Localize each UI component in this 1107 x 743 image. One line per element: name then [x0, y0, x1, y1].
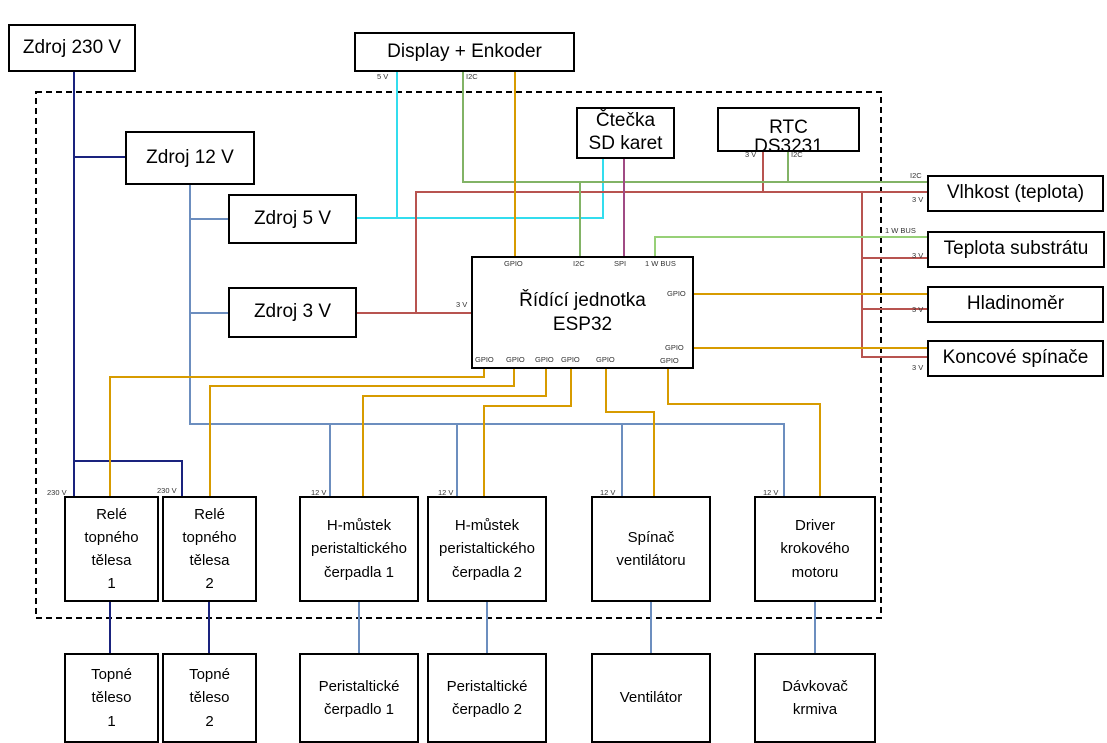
level-sensor: Hladinoměr: [927, 286, 1104, 323]
port-label: GPIO: [506, 355, 525, 364]
port-label: 3 V: [456, 300, 468, 309]
port-label: GPIO: [665, 343, 684, 352]
h-bridge-pump-1: H-můstek peristaltického čerpadla 1: [299, 496, 419, 602]
power-supply-12v: Zdroj 12 V: [125, 131, 255, 185]
port-label: 5 V: [377, 72, 389, 81]
port-label: GPIO: [475, 355, 494, 364]
heater-relay-1: Relé topného tělesa 1: [64, 496, 159, 602]
heater-1: Topné těleso 1: [64, 653, 159, 743]
port-label: GPIO: [667, 289, 686, 298]
esp32-control-unit: Řídící jednotka ESP32: [471, 256, 694, 369]
port-label: 12 V: [438, 488, 454, 497]
power-3v-lines: [356, 150, 929, 358]
port-label: 12 V: [600, 488, 616, 497]
fan-switch: Spínač ventilátoru: [591, 496, 711, 602]
port-label: GPIO: [504, 259, 523, 268]
port-label: 1 W BUS: [885, 226, 916, 235]
display-encoder: Display + Enkoder: [354, 32, 575, 72]
stepper-driver: Driver krokového motoru: [754, 496, 876, 602]
feed-dispenser: Dávkovač krmiva: [754, 653, 876, 743]
humidity-sensor: Vlhkost (teplota): [927, 175, 1104, 212]
port-label: 3 V: [912, 305, 924, 314]
port-label: GPIO: [535, 355, 554, 364]
i2c-lines: [462, 70, 929, 257]
power-supply-230v: Zdroj 230 V: [8, 24, 136, 72]
power-supply-5v: Zdroj 5 V: [228, 194, 357, 244]
port-label: I2C: [791, 150, 803, 159]
h-bridge-pump-2: H-můstek peristaltického čerpadla 2: [427, 496, 547, 602]
port-label: 230 V: [157, 486, 177, 495]
fan: Ventilátor: [591, 653, 711, 743]
port-label: 230 V: [47, 488, 67, 497]
power-5v-lines: [356, 70, 604, 219]
mains-230v-lines: [73, 70, 210, 655]
gpio-lines: [109, 70, 929, 497]
controller-boundary: [35, 91, 882, 619]
rtc-ds3231: RTC DS3231: [717, 107, 860, 152]
port-label: 3 V: [912, 363, 924, 372]
heater-2: Topné těleso 2: [162, 653, 257, 743]
port-label: 1 W BUS: [645, 259, 676, 268]
power-supply-3v: Zdroj 3 V: [228, 287, 357, 338]
peristaltic-pump-1: Peristaltické čerpadlo 1: [299, 653, 419, 743]
port-label: 12 V: [311, 488, 327, 497]
substrate-temperature-sensor: Teplota substrátu: [927, 231, 1105, 268]
onewire-lines: [654, 236, 929, 257]
port-label: SPI: [614, 259, 627, 268]
port-label: 3 V: [912, 195, 924, 204]
port-label: I2C: [466, 72, 478, 81]
port-label: GPIO: [660, 356, 679, 365]
heater-relay-2: Relé topného tělesa 2: [162, 496, 257, 602]
port-label: I2C: [910, 171, 922, 180]
port-label: GPIO: [561, 355, 580, 364]
peristaltic-pump-2: Peristaltické čerpadlo 2: [427, 653, 547, 743]
port-label: 12 V: [763, 488, 779, 497]
port-label: 3 V: [745, 150, 757, 159]
limit-switches: Koncové spínače: [927, 340, 1104, 377]
sd-card-reader: Čtečka SD karet: [576, 107, 675, 159]
port-label: 3 V: [912, 251, 924, 260]
power-12v-lines: [189, 183, 816, 655]
port-label: I2C: [573, 259, 585, 268]
port-label: GPIO: [596, 355, 615, 364]
